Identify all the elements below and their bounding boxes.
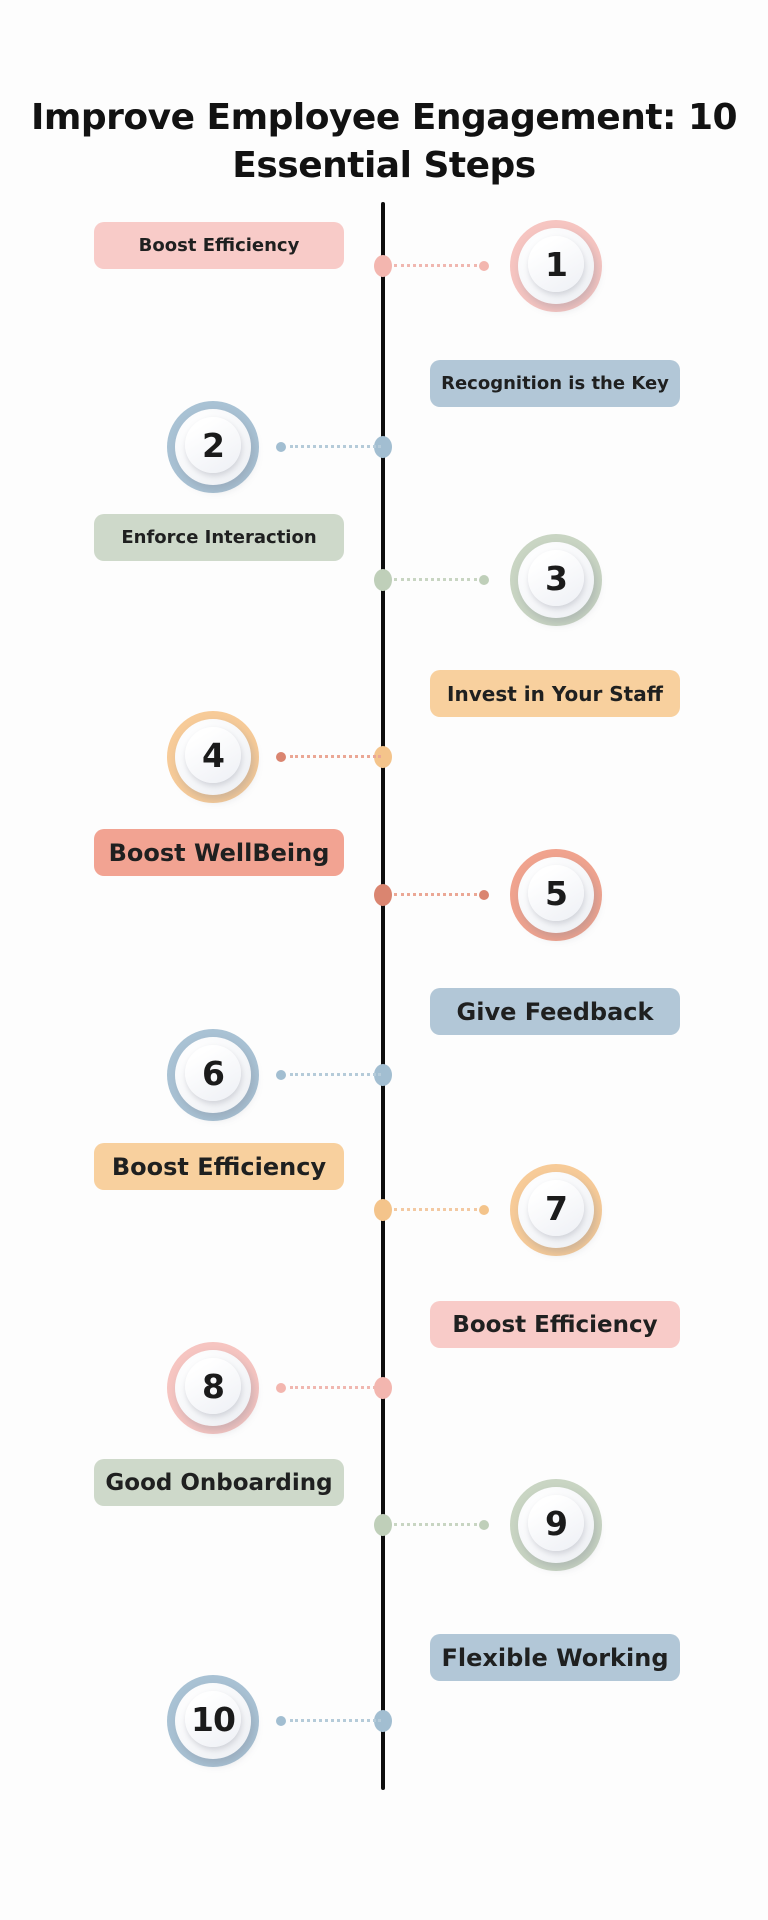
connector-dot — [479, 1205, 489, 1215]
connector-line — [290, 445, 381, 448]
step-circle-disc: 7 — [518, 1172, 594, 1248]
step-label-box: Give Feedback — [430, 988, 680, 1035]
step-circle-disc: 4 — [175, 719, 251, 795]
timeline-dot — [374, 1199, 392, 1221]
step-circle-disc: 10 — [175, 1683, 251, 1759]
step-label: Flexible Working — [441, 1643, 669, 1672]
connector-line — [290, 1719, 381, 1722]
step-number: 2 — [185, 417, 241, 473]
step-label: Invest in Your Staff — [447, 681, 663, 706]
connector-line — [394, 264, 477, 267]
step-label-box: Boost Efficiency — [94, 1143, 344, 1190]
connector-line — [394, 893, 477, 896]
step-circle: 8 — [167, 1342, 259, 1434]
step-circle: 1 — [510, 220, 602, 312]
connector-line — [394, 1208, 477, 1211]
connector-dot — [276, 1070, 286, 1080]
page-title-line1: Improve Employee Engagement: 10 — [30, 97, 738, 138]
timeline-dot — [374, 569, 392, 591]
connector-dot — [479, 1520, 489, 1530]
step-label: Give Feedback — [456, 997, 654, 1026]
connector-line — [394, 1523, 477, 1526]
timeline-dot — [374, 1514, 392, 1536]
step-number: 6 — [185, 1045, 241, 1101]
step-label-box: Good Onboarding — [94, 1459, 344, 1506]
connector-line — [290, 755, 381, 758]
connector-dot — [276, 752, 286, 762]
step-circle-disc: 3 — [518, 542, 594, 618]
step-label-box: Boost WellBeing — [94, 829, 344, 876]
step-number: 3 — [528, 550, 584, 606]
step-number: 9 — [528, 1495, 584, 1551]
timeline-dot — [374, 746, 392, 768]
step-label: Boost Efficiency — [111, 1152, 327, 1181]
step-circle: 4 — [167, 711, 259, 803]
step-circle: 3 — [510, 534, 602, 626]
step-number: 10 — [185, 1691, 241, 1747]
connector-dot — [276, 1716, 286, 1726]
connector-dot — [276, 1383, 286, 1393]
step-circle-disc: 9 — [518, 1487, 594, 1563]
step-label-box: Enforce Interaction — [94, 514, 344, 561]
connector-line — [290, 1386, 381, 1389]
step-circle: 9 — [510, 1479, 602, 1571]
timeline-dot — [374, 255, 392, 277]
step-number: 5 — [528, 865, 584, 921]
step-circle-disc: 1 — [518, 228, 594, 304]
step-circle: 7 — [510, 1164, 602, 1256]
step-number: 1 — [528, 236, 584, 292]
step-label: Good Onboarding — [105, 1469, 333, 1496]
timeline-dot — [374, 884, 392, 906]
step-circle: 10 — [167, 1675, 259, 1767]
connector-line — [394, 578, 477, 581]
step-circle-disc: 2 — [175, 409, 251, 485]
page-title-line2: Essential Steps — [232, 144, 536, 186]
step-circle-disc: 8 — [175, 1350, 251, 1426]
page-title: Improve Employee Engagement: 10 Essentia… — [0, 94, 768, 189]
connector-dot — [479, 890, 489, 900]
timeline — [381, 202, 385, 1790]
connector-dot — [479, 261, 489, 271]
step-number: 4 — [185, 727, 241, 783]
step-label: Boost Efficiency — [452, 1311, 658, 1338]
step-label: Boost Efficiency — [138, 235, 300, 256]
step-label: Boost WellBeing — [108, 838, 330, 867]
step-circle: 2 — [167, 401, 259, 493]
step-label: Recognition is the Key — [441, 373, 669, 394]
step-label: Enforce Interaction — [121, 527, 317, 548]
step-circle: 5 — [510, 849, 602, 941]
step-label-box: Invest in Your Staff — [430, 670, 680, 717]
step-number: 7 — [528, 1180, 584, 1236]
step-circle-disc: 5 — [518, 857, 594, 933]
step-label-box: Boost Efficiency — [430, 1301, 680, 1348]
connector-dot — [276, 442, 286, 452]
timeline-dot — [374, 436, 392, 458]
step-circle: 6 — [167, 1029, 259, 1121]
step-label-box: Flexible Working — [430, 1634, 680, 1681]
timeline-dot — [374, 1064, 392, 1086]
connector-dot — [479, 575, 489, 585]
step-label-box: Recognition is the Key — [430, 360, 680, 407]
timeline-dot — [374, 1710, 392, 1732]
step-circle-disc: 6 — [175, 1037, 251, 1113]
step-number: 8 — [185, 1358, 241, 1414]
timeline-dot — [374, 1377, 392, 1399]
connector-line — [290, 1073, 381, 1076]
step-label-box: Boost Efficiency — [94, 222, 344, 269]
